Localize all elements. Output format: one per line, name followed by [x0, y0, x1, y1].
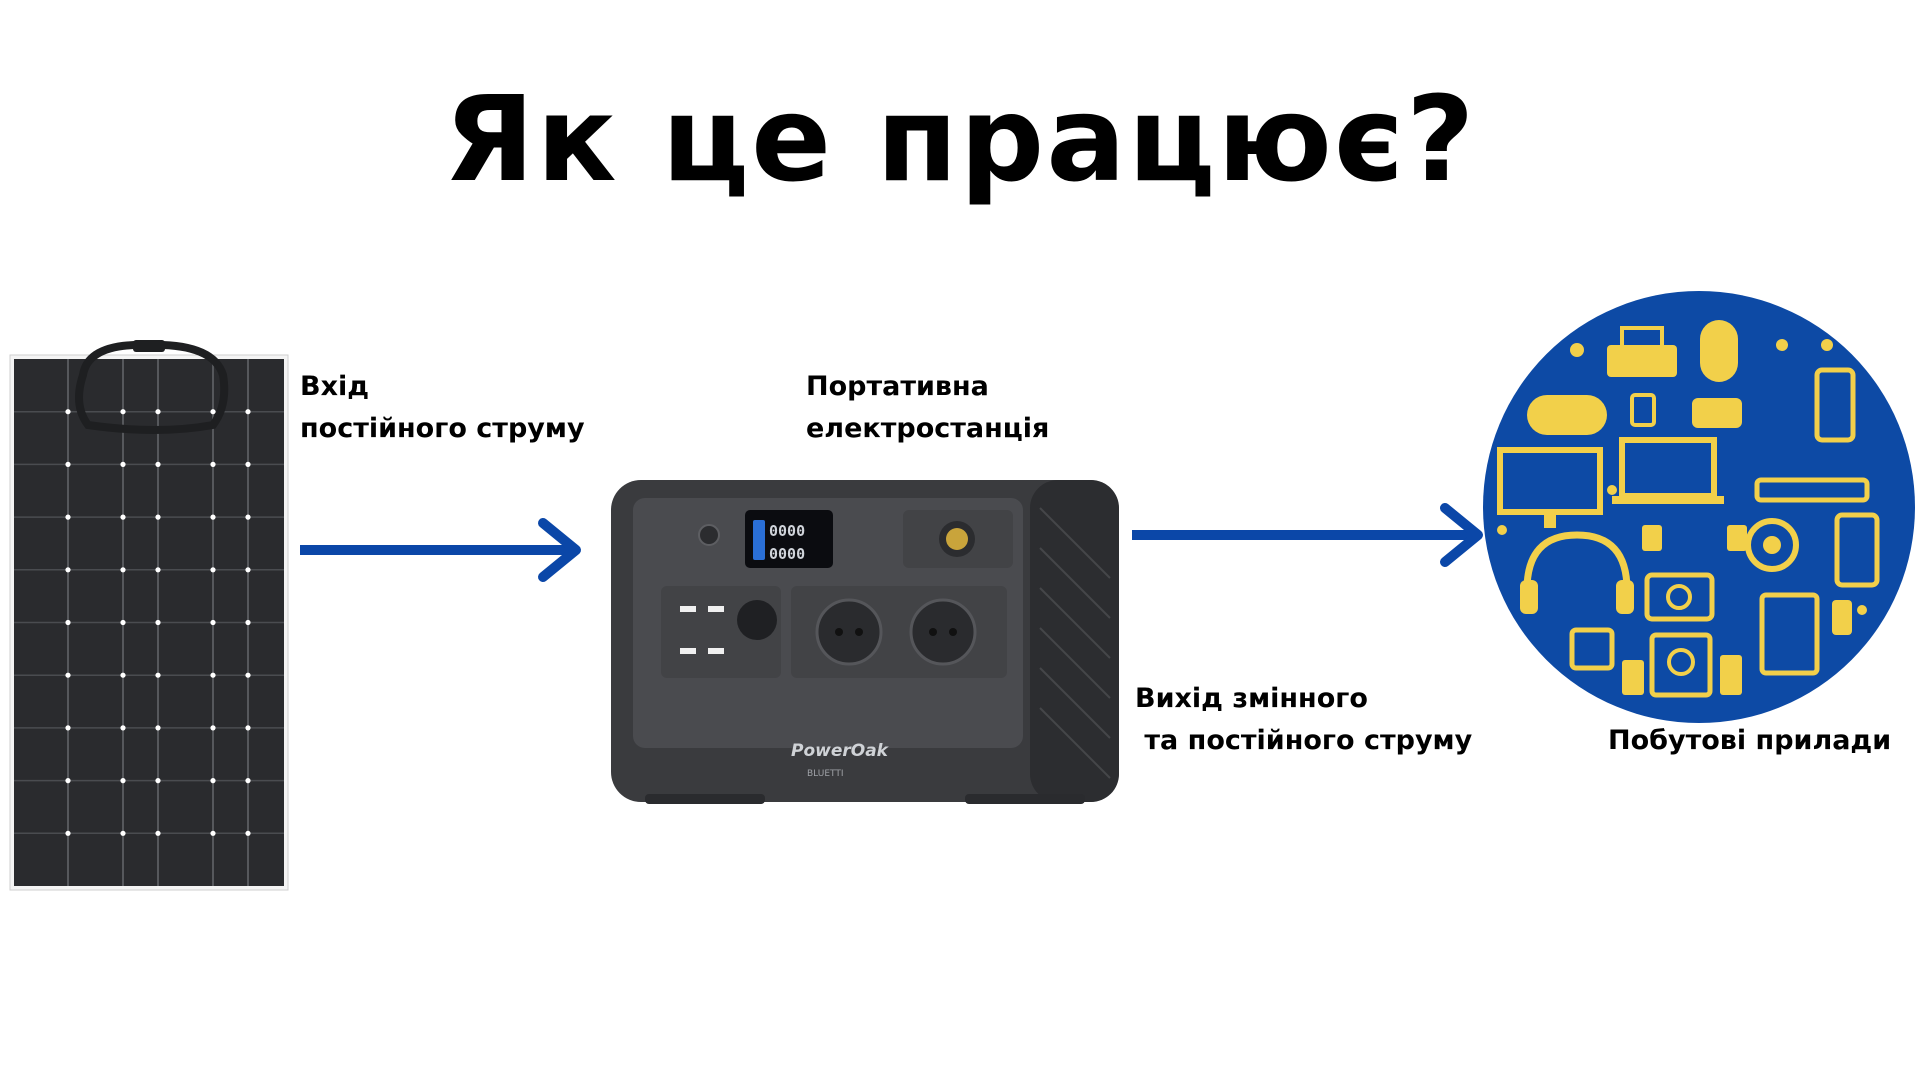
panel-cell-dot [245, 619, 251, 626]
panel-cell-dot [65, 725, 71, 731]
panel-cell-dot [65, 778, 71, 784]
panel-cell-dot [120, 725, 126, 731]
panel-cell-dot [155, 514, 161, 520]
brand-sub: BLUETTI [807, 769, 844, 779]
display-digits-bottom: 0000 [769, 545, 805, 563]
panel-cell-dot [210, 619, 216, 626]
panel-cell-dot [210, 567, 216, 573]
station-line-2: електростанція [806, 413, 1050, 444]
arrow-input [300, 518, 581, 582]
panel-cell-dot [120, 567, 126, 573]
panel-cell-dot [245, 778, 251, 784]
panel-cell-dot [65, 830, 71, 836]
panel-cell-dot [210, 725, 216, 731]
panel-cell-dot [155, 672, 161, 678]
panel-cell-dot [245, 409, 251, 415]
panel-cell-dot [65, 409, 71, 415]
page-title: Як це працює? [443, 70, 1477, 208]
panel-cell-dot [245, 725, 251, 731]
appliances-label: Побутові прилади [1608, 725, 1892, 756]
panel-cell-dot [155, 778, 161, 784]
panel-cell-dot [120, 778, 126, 784]
display-digits-top: 0000 [769, 522, 805, 540]
panel-cell-dot [155, 725, 161, 731]
panel-cell-dot [120, 672, 126, 678]
power-station-image: 0000 0000 PowerOak BLUETTI [611, 480, 1119, 804]
panel-cell-dot [210, 778, 216, 784]
panel-cell-dot [155, 409, 161, 415]
arrow-output [1132, 503, 1483, 567]
panel-cell-dot [65, 672, 71, 678]
dc-input-label: Вхід постійного струму [300, 366, 585, 450]
panel-cell-dot [245, 672, 251, 678]
output-line-1: Вихід змінного [1135, 683, 1368, 714]
panel-cell-dot [65, 567, 71, 573]
panel-cell-dot [210, 461, 216, 467]
panel-cell-dot [245, 830, 251, 836]
panel-cell-dot [65, 461, 71, 467]
panel-cell-dot [155, 830, 161, 836]
panel-cell-dot [120, 461, 126, 467]
panel-cell-dot [120, 830, 126, 836]
panel-cell-dot [245, 461, 251, 467]
output-line-2: та постійного струму [1135, 725, 1473, 756]
panel-cell-dot [155, 567, 161, 573]
panel-cell-dot [120, 514, 126, 520]
panel-cell-dot [210, 514, 216, 520]
panel-cell-dot [155, 461, 161, 467]
panel-cell-dot [155, 619, 161, 626]
panel-cell-dot [65, 514, 71, 520]
station-line-1: Портативна [806, 371, 989, 402]
panel-cell-dot [245, 567, 251, 573]
output-label: Вихід змінного та постійного струму [1135, 678, 1472, 762]
panel-cell-dot [210, 409, 216, 415]
panel-cell-dot [65, 619, 71, 626]
panel-cell-dot [245, 514, 251, 520]
brand-name: PowerOak [791, 741, 890, 761]
station-label: Портативна електростанція [806, 366, 1049, 450]
solar-panel-image [9, 340, 289, 891]
panel-cell-dot [210, 830, 216, 836]
dc-input-line-1: Вхід [300, 371, 370, 402]
panel-cell-dot [120, 409, 126, 415]
appliances-circle-image [1483, 291, 1915, 723]
panel-cell-dot [210, 672, 216, 678]
panel-cell-dot [120, 619, 126, 626]
dc-input-line-2: постійного струму [300, 413, 585, 444]
